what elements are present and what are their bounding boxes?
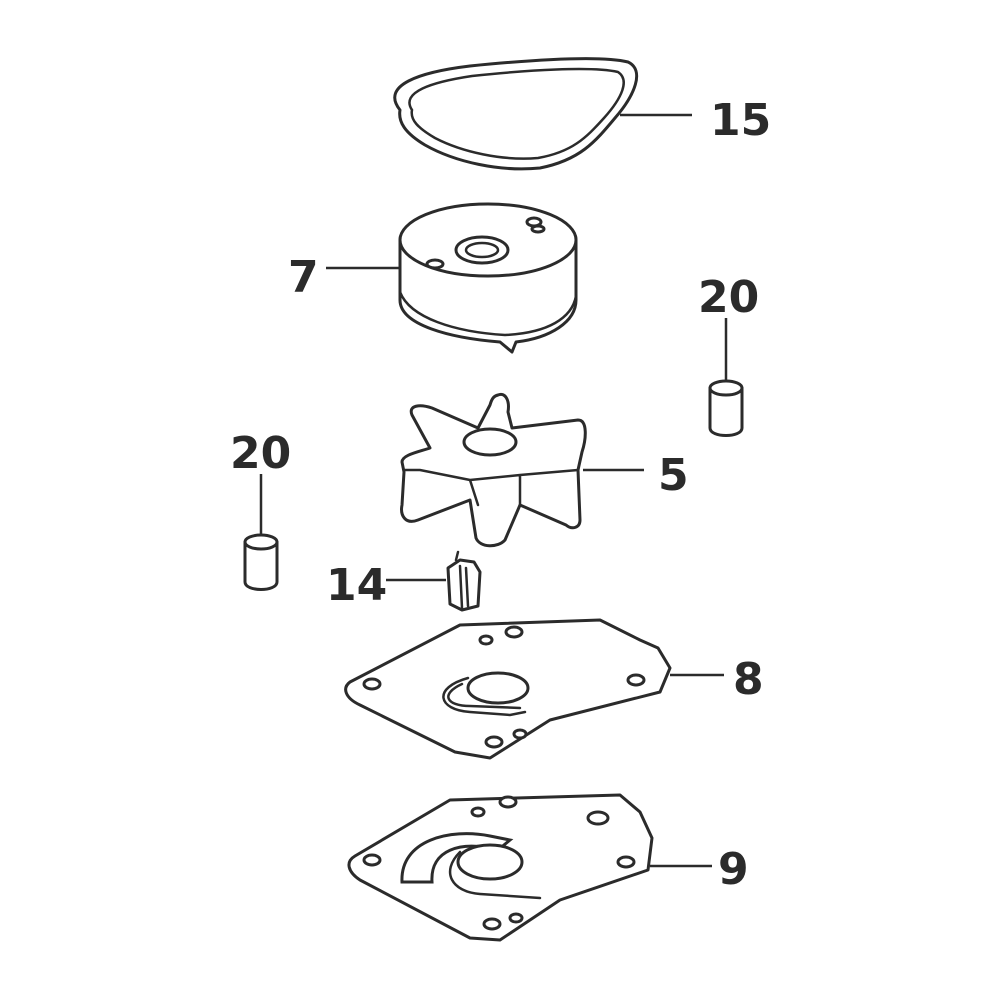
callout-15: 15 <box>710 95 771 146</box>
impeller-part <box>400 392 587 548</box>
gasket-part <box>347 793 654 942</box>
pump-housing-part <box>398 202 578 354</box>
callout-20-right: 20 <box>698 272 759 323</box>
plate-part <box>344 618 672 760</box>
pin-left-part <box>243 533 279 591</box>
key-part <box>446 550 482 612</box>
callout-20-left: 20 <box>230 428 291 479</box>
callout-5: 5 <box>658 450 689 501</box>
callout-7: 7 <box>288 252 319 303</box>
callout-9: 9 <box>718 844 749 895</box>
seal-ring-part <box>393 57 639 171</box>
callout-14: 14 <box>326 560 387 611</box>
callout-8: 8 <box>733 654 764 705</box>
pin-right-part <box>708 379 744 437</box>
